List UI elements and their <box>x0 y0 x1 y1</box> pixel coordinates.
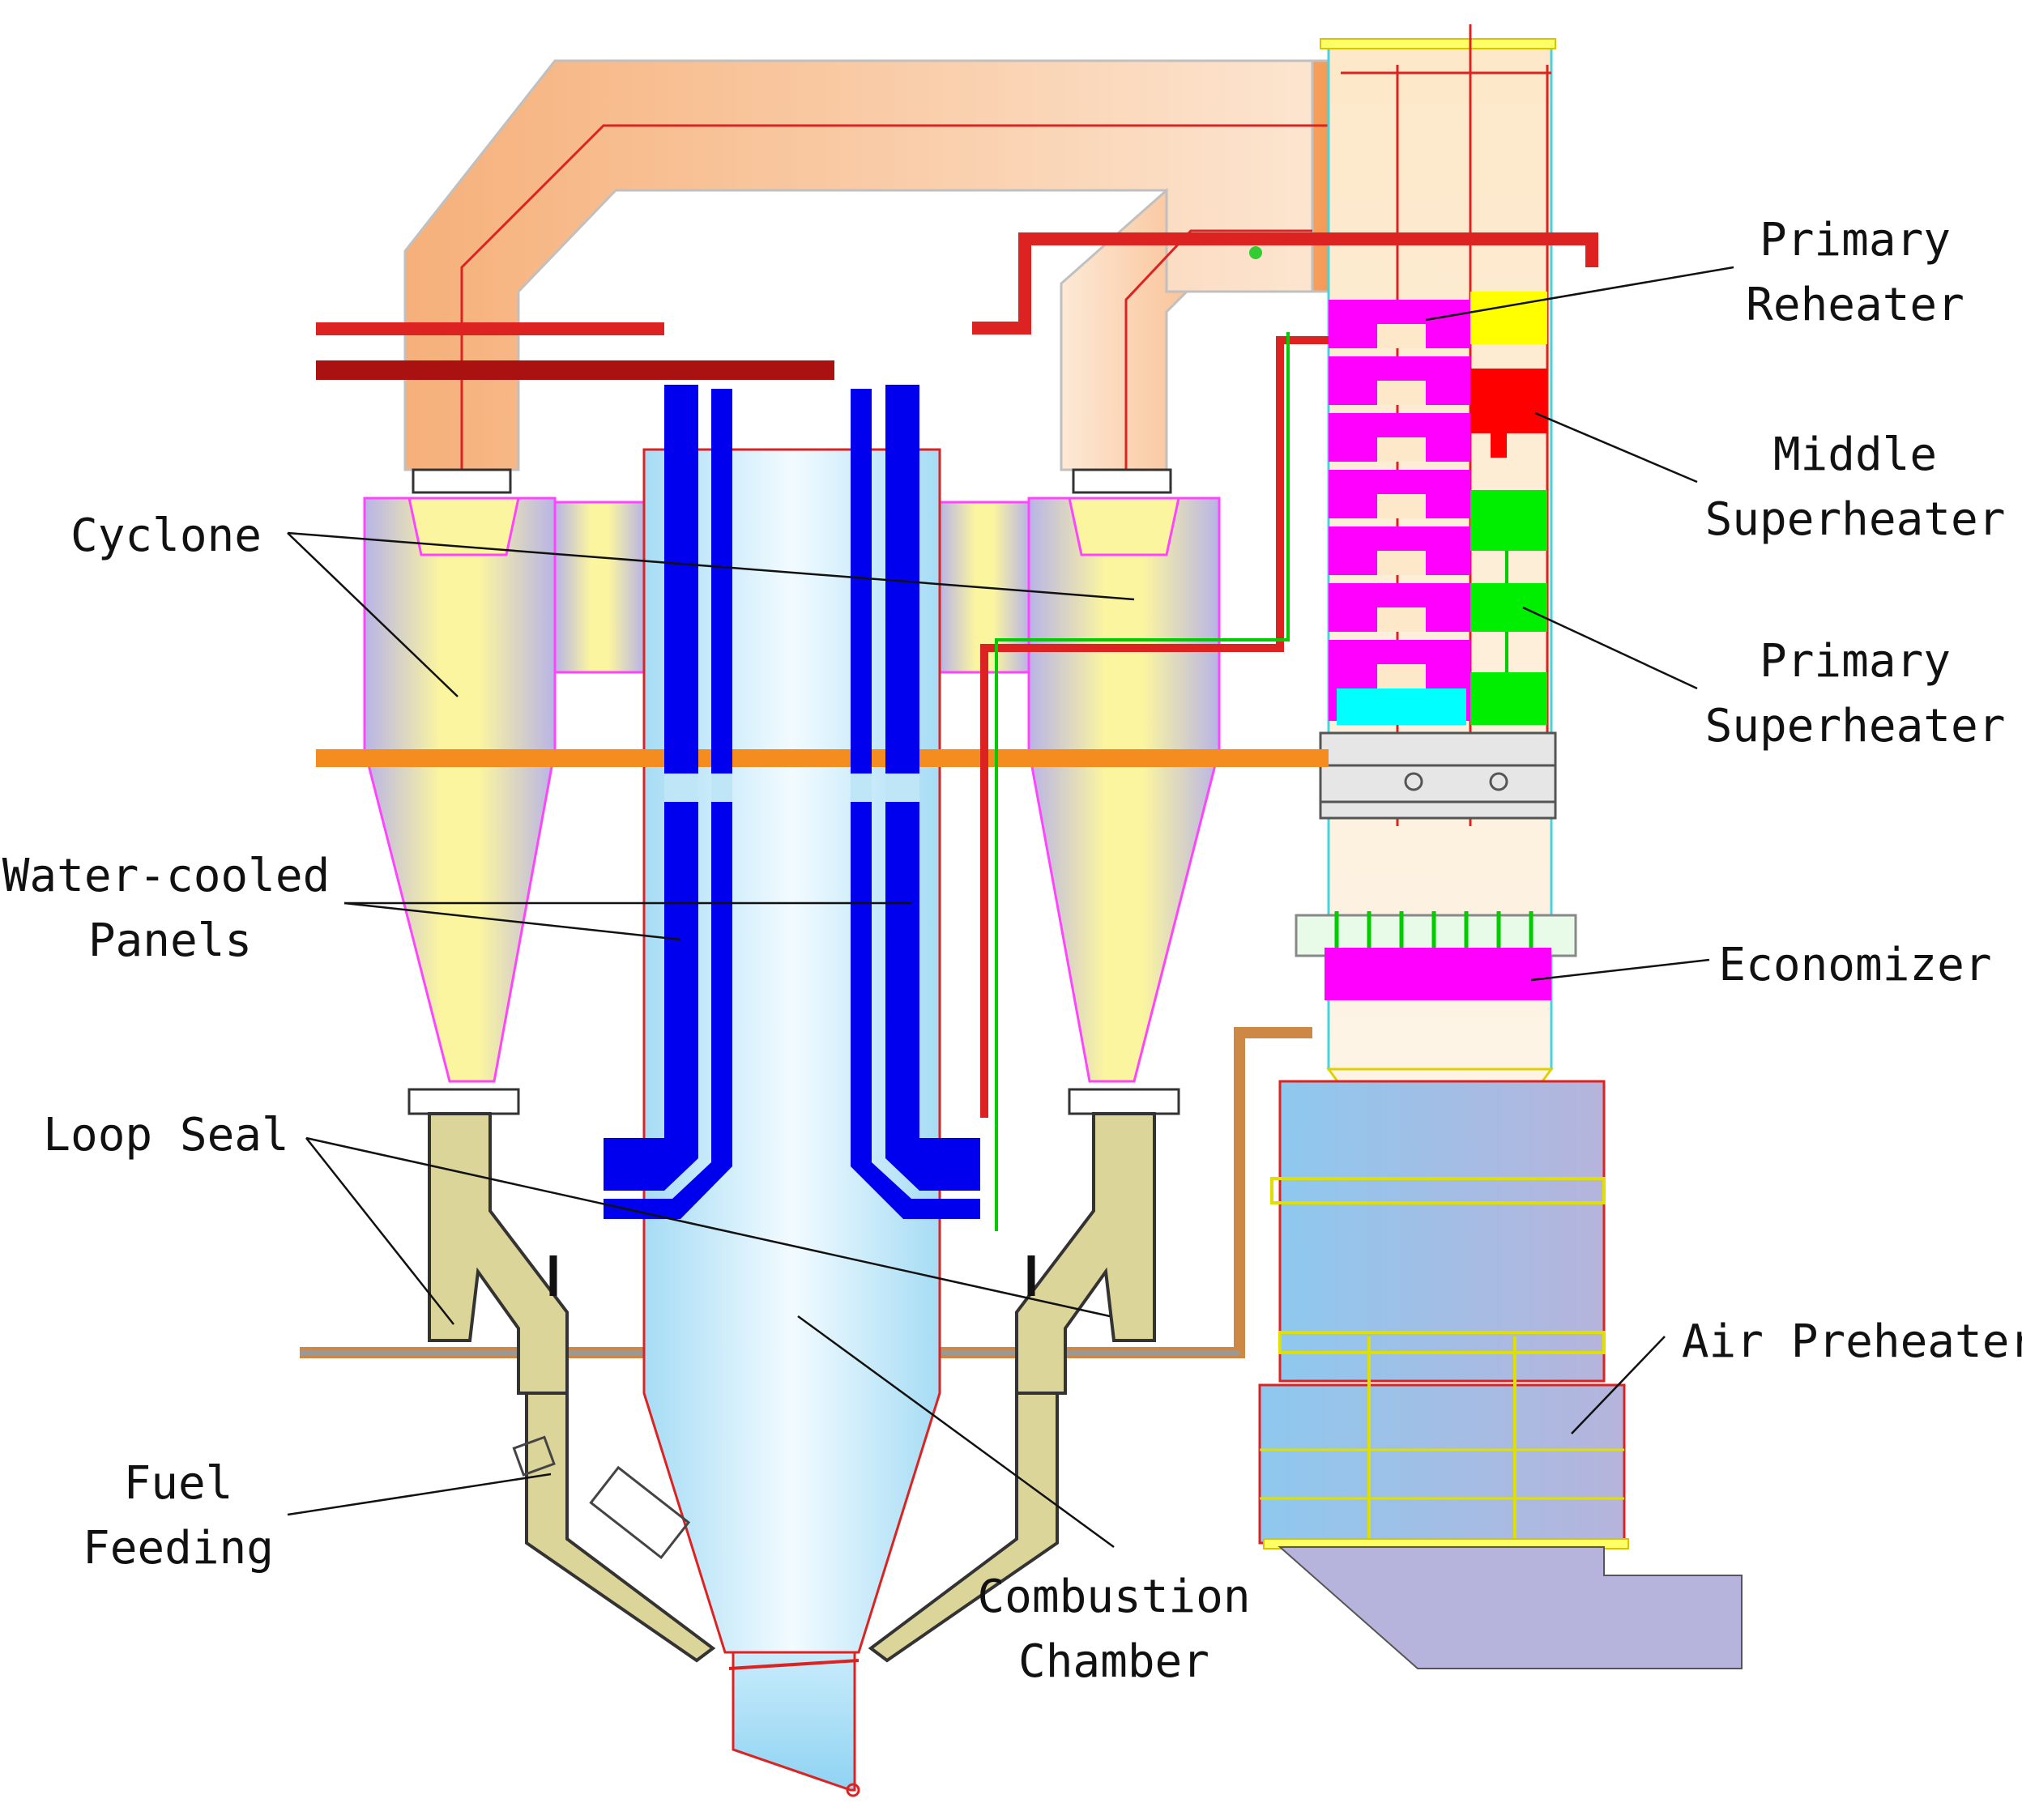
rear-pass-grid <box>1304 731 1557 820</box>
label-economizer: Economizer <box>1718 939 1991 991</box>
middle-superheater-bank <box>1470 369 1547 458</box>
label-cyclone: Cyclone <box>70 509 262 562</box>
economizer-bank <box>1325 948 1551 1000</box>
label-water-cooled: Water-cooled <box>2 850 331 902</box>
chamber-bottom-hopper <box>732 1651 856 1792</box>
right-cyclone-outlet-duct <box>1060 59 1330 471</box>
water-cooled-panels <box>604 385 980 1219</box>
label-middle-superheater-2: Superheater <box>1705 493 2006 546</box>
green-valve <box>1249 246 1262 259</box>
label-primary-reheater-1: Primary <box>1760 214 1951 266</box>
primary-superheater-banks <box>1470 490 1547 725</box>
label-feeding: Feeding <box>83 1522 274 1575</box>
label-combustion: Combustion <box>977 1571 1250 1623</box>
economizer-section <box>1295 911 1577 1000</box>
duct-centerline-right <box>1124 229 1312 470</box>
label-middle-superheater-1: Middle <box>1773 428 1937 481</box>
label-air-preheater: Air Preheater <box>1682 1315 2022 1368</box>
right-loop-seal <box>868 1088 1180 1663</box>
air-preheater-outlet <box>1278 1546 1743 1669</box>
orange-header-band <box>316 749 1329 767</box>
label-panels: Panels <box>88 914 252 967</box>
steam-piping <box>316 232 1598 1231</box>
label-primary-superheater-1: Primary <box>1760 635 1951 688</box>
air-preheater <box>1258 1080 1743 1669</box>
rear-pass-top-header <box>1320 38 1556 49</box>
primary-reheater-banks <box>1329 300 1470 721</box>
yellow-bank <box>1470 292 1547 344</box>
leader-lines <box>287 266 1734 1549</box>
label-chamber: Chamber <box>1018 1635 1209 1688</box>
label-fuel: Fuel <box>124 1457 233 1510</box>
label-loop-seal: Loop Seal <box>43 1109 288 1161</box>
label-primary-reheater-2: Reheater <box>1746 279 1964 331</box>
labels: Cyclone Water-cooled Panels Loop Seal Fu… <box>2 214 2022 1688</box>
label-primary-superheater-2: Superheater <box>1705 700 2006 752</box>
left-cyclone <box>363 468 646 1083</box>
cyan-bank <box>1337 688 1466 725</box>
